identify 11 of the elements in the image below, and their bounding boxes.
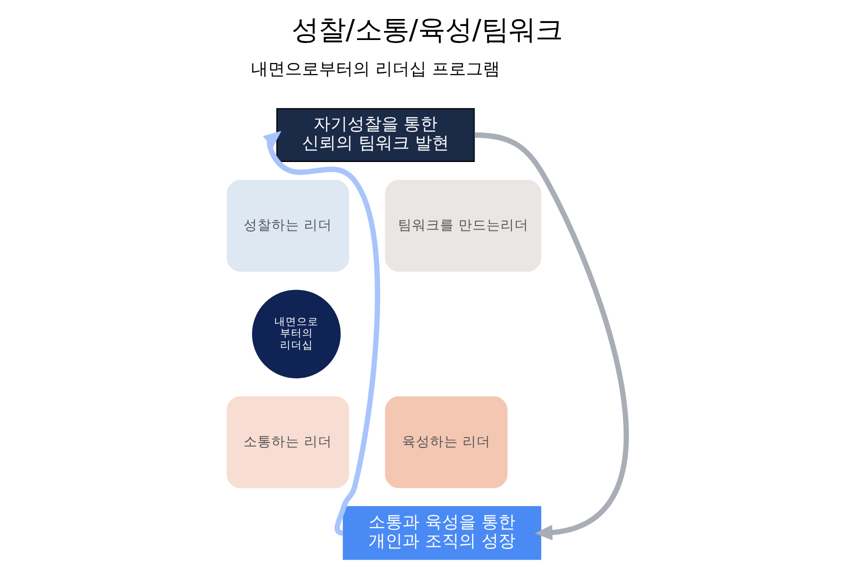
label: 내면으로부터의 리더십 프로그램 xyxy=(251,58,500,79)
node-box: 소통과 육성을 통한 개인과 조직의 성장 xyxy=(342,506,542,560)
node-box: 육성하는 리더 xyxy=(385,396,508,488)
node-box: 팀워크를 만드는리더 xyxy=(385,180,542,272)
arrow xyxy=(474,132,629,540)
node-box: 소통하는 리더 xyxy=(226,396,350,488)
arrow xyxy=(262,130,380,536)
node-circle: 내면으로 부터의 리더십 xyxy=(252,290,341,378)
node-box: 자기성찰을 통한 신뢰의 팀워크 발현 xyxy=(276,108,475,162)
diagram-title: 성찰/소통/육성/팀워크 xyxy=(292,14,562,46)
node-box: 성찰하는 리더 xyxy=(226,180,350,272)
